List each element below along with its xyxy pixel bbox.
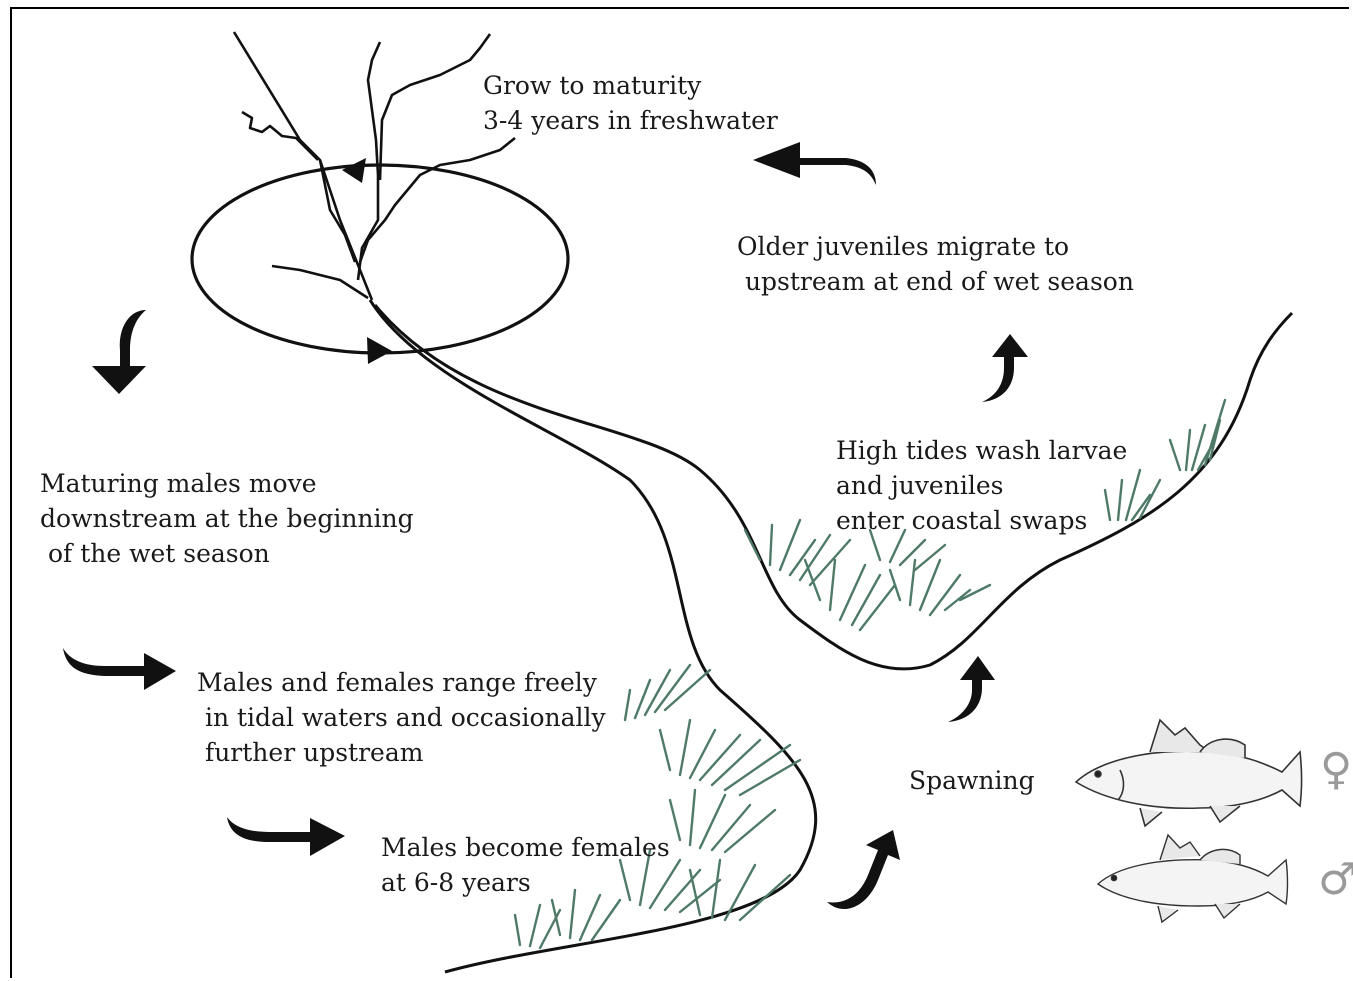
female-symbol-icon: ♀: [1320, 748, 1352, 792]
arrow-right-upper: [63, 648, 176, 690]
river-bank-right: [375, 305, 1292, 669]
cycle-arrowhead-top: [342, 158, 366, 183]
label-maturing-males: Maturing males move downstream at the be…: [40, 466, 414, 571]
cycle-arrowhead-bottom: [367, 337, 392, 364]
label-males-females-range: Males and females range freely in tidal …: [197, 665, 606, 770]
label-spawning: Spawning: [909, 763, 1035, 798]
male-symbol-icon: ♂: [1318, 858, 1353, 902]
male-fish: [1098, 835, 1288, 922]
arrow-up-right: [982, 334, 1028, 402]
label-grow-to-maturity: Grow to maturity 3-4 years in freshwater: [483, 68, 778, 138]
freshwater-cycle-ellipse: [192, 165, 568, 353]
label-males-become-females: Males become females at 6-8 years: [381, 830, 670, 900]
arrow-left-top: [753, 142, 876, 185]
arrow-up-mid: [948, 656, 995, 722]
label-older-juveniles: Older juveniles migrate to upstream at e…: [737, 229, 1134, 299]
label-high-tides: High tides wash larvae and juveniles ent…: [836, 433, 1127, 538]
female-fish: [1076, 720, 1302, 826]
arrow-up-curve: [827, 830, 900, 909]
arrow-right-lower: [227, 817, 345, 856]
arrow-down-left: [92, 310, 146, 394]
